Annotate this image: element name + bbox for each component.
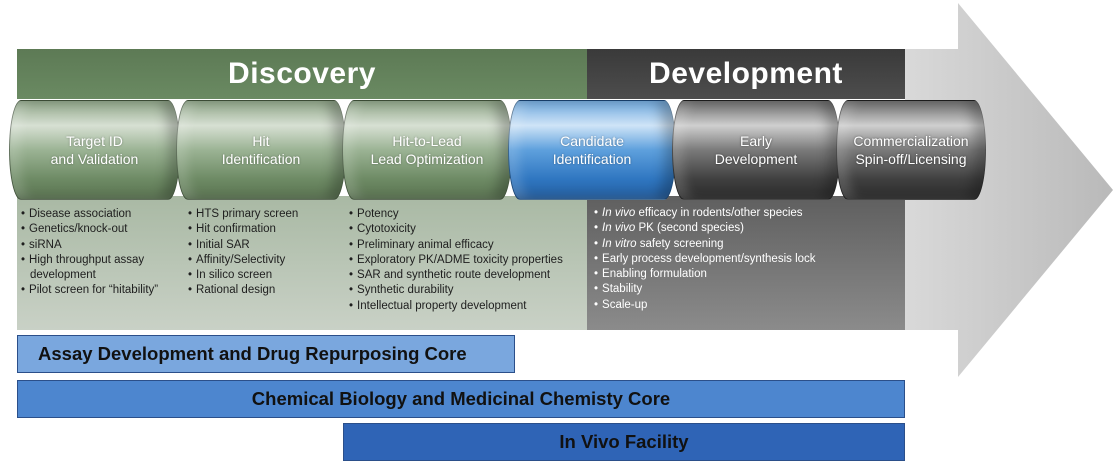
list-item-text: Scale-up — [602, 298, 648, 311]
list-item: Enabling formulation — [594, 267, 902, 282]
stage-lead-line1: Hit-to-Lead — [392, 133, 462, 149]
list-item-emphasis: In vivo — [602, 207, 636, 219]
stage-candidate-line1: Candidate — [560, 133, 624, 149]
list-item-text: PK (second species) — [635, 222, 744, 235]
lead-bullet-list: Potency Cytotoxicity Preliminary animal … — [349, 207, 585, 314]
list-item: In vivo efficacy in rodents/other specie… — [594, 206, 902, 221]
list-item: Hit confirmation — [188, 222, 338, 237]
list-item: Stability — [594, 282, 902, 297]
in-vivo-facility-label: In Vivo Facility — [559, 431, 689, 452]
discovery-label: Discovery — [228, 57, 376, 90]
list-item: HTS primary screen — [188, 207, 338, 222]
list-item: Pilot screen for “hitability” — [21, 283, 176, 298]
discovery-header: Discovery — [17, 49, 587, 99]
list-item: Intellectual property development — [349, 299, 585, 314]
list-item: Cytotoxicity — [349, 222, 585, 237]
list-item-text: safety screening — [636, 237, 724, 250]
list-item: Exploratory PK/ADME toxicity properties — [349, 253, 585, 268]
list-item: Synthetic durability — [349, 283, 585, 298]
list-item: Disease association — [21, 207, 176, 222]
development-label: Development — [649, 57, 843, 90]
stage-commercial-line2: Spin-off/Licensing — [855, 151, 967, 167]
stage-commercial-line1: Commercialization — [853, 133, 969, 149]
list-item-text: Stability — [602, 283, 643, 296]
list-item: Rational design — [188, 283, 338, 298]
hit-bullet-list: HTS primary screen Hit confirmation Init… — [188, 207, 338, 299]
list-item: Scale-up — [594, 298, 902, 313]
list-item: SAR and synthetic route development — [349, 268, 585, 283]
chem-core-label: Chemical Biology and Medicinal Chemisty … — [251, 388, 671, 409]
list-item-text: Early process development/synthesis lock — [602, 252, 816, 265]
stage-candidate-line2: Identification — [552, 151, 632, 167]
list-item: In vitro safety screening — [594, 237, 902, 252]
list-item: Initial SAR — [188, 238, 338, 253]
list-item: High throughput assay development — [21, 253, 176, 284]
target-bullet-list: Disease association Genetics/knock-out s… — [21, 207, 176, 299]
list-item: siRNA — [21, 238, 176, 253]
stage-target-id: Target ID and Validation — [9, 100, 180, 200]
list-item-emphasis: In vivo — [602, 222, 636, 235]
list-item: Potency — [349, 207, 585, 222]
list-item-text: Enabling formulation — [602, 268, 707, 281]
list-item-emphasis: In vitro — [602, 237, 637, 250]
stage-early-line2: Development — [714, 151, 798, 167]
development-header: Development — [587, 49, 905, 99]
assay-core-label: Assay Development and Drug Repurposing C… — [38, 343, 467, 364]
stage-target-line2: and Validation — [50, 151, 139, 167]
stage-hit-line1: Hit — [252, 133, 270, 149]
list-item: Affinity/Selectivity — [188, 253, 338, 268]
stage-early-line1: Early — [740, 133, 772, 149]
list-item: In vivo PK (second species) — [594, 221, 902, 236]
list-item: In silico screen — [188, 268, 338, 283]
stage-target-line1: Target ID — [66, 133, 123, 149]
stage-hit-line2: Identification — [221, 151, 301, 167]
development-bullet-list: In vivo efficacy in rodents/other specie… — [594, 206, 902, 313]
stage-lead-line2: Lead Optimization — [370, 151, 484, 167]
chem-core-bar: Chemical Biology and Medicinal Chemisty … — [17, 380, 905, 418]
in-vivo-facility-bar: In Vivo Facility — [343, 423, 905, 461]
list-item: Preliminary animal efficacy — [349, 238, 585, 253]
assay-core-bar: Assay Development and Drug Repurposing C… — [17, 335, 515, 373]
list-item: Early process development/synthesis lock — [594, 252, 902, 267]
list-item-text: efficacy in rodents/other species — [635, 207, 803, 219]
list-item: Genetics/knock-out — [21, 222, 176, 237]
